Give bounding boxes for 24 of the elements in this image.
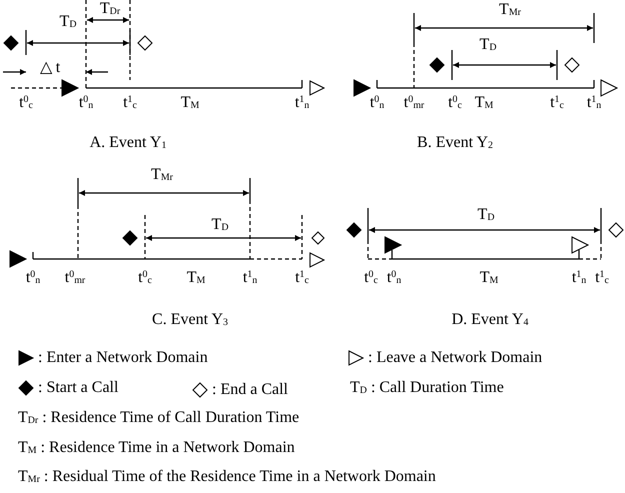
duration-label: T$_{M}$	[474, 95, 494, 111]
legend-text: : End a Call	[212, 382, 288, 398]
panel-caption: D. Event Y$_{4}$	[452, 312, 528, 328]
duration-label: T$_{Mr}$	[151, 167, 173, 183]
interval-label: △ t	[40, 60, 60, 76]
definition-text: T$_{Dr}$ : Residence Time of Call Duration Time	[18, 410, 300, 426]
legend-text: : Leave a Network Domain	[368, 350, 542, 366]
duration-label: T$_{M}$	[480, 270, 498, 286]
duration-label: T$_{D}$	[60, 14, 76, 30]
duration-label: T$_{M}$	[180, 95, 200, 111]
duration-label: T$_{D}$	[480, 37, 496, 53]
panel-caption: C. Event Y$_{3}$	[152, 312, 228, 328]
panel-caption: A. Event Y$_{1}$	[90, 135, 166, 151]
legend-text: : Start a Call	[38, 380, 118, 396]
legend-text: : Enter a Network Domain	[38, 350, 208, 366]
definition-text: T$_{Mr}$ : Residual Time of the Residence Time in a Network Domain	[18, 469, 436, 485]
definition-text: T$_{M}$ : Residence Time in a Network Domain	[18, 440, 295, 456]
duration-label: T$_{D}$	[212, 217, 228, 233]
duration-label: T$_{Mr}$	[499, 2, 521, 18]
panel-caption: B. Event Y$_{2}$	[417, 135, 493, 151]
definition-text: T$_{D}$ : Call Duration Time	[350, 380, 504, 396]
duration-label: T$_{D}$	[478, 207, 494, 223]
duration-label: T$_{M}$	[186, 270, 206, 286]
duration-label: T$_{Dr}$	[100, 1, 120, 17]
